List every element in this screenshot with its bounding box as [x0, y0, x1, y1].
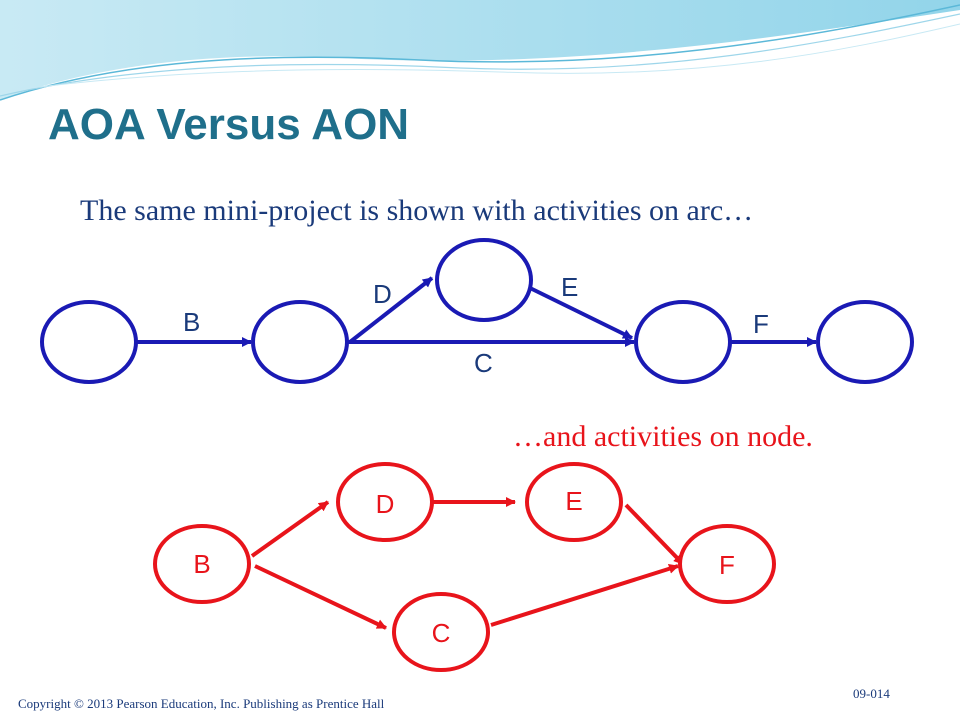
- aon-diagram: B D E C F: [153, 462, 776, 672]
- aoa-event-node-5: [816, 300, 914, 384]
- aoa-event-node-1: [40, 300, 138, 384]
- aon-node-d: [336, 462, 434, 542]
- aon-label-c: C: [432, 618, 451, 648]
- aoa-diagram: B C D E F: [40, 238, 914, 384]
- aoa-event-node-2: [251, 300, 349, 384]
- slide-title: AOA Versus AON: [48, 100, 410, 149]
- aon-label-d: D: [376, 489, 395, 519]
- aon-node-f: [678, 524, 776, 604]
- aoa-event-node-4: [634, 300, 732, 384]
- aoa-label-b: B: [183, 307, 200, 337]
- aoa-arc-d: [348, 276, 434, 344]
- aon-node-b: [153, 524, 251, 604]
- aon-edge-e-f: [624, 503, 685, 566]
- aon-edge-c-f: [490, 563, 679, 627]
- aon-node-e: [525, 462, 623, 542]
- aon-caption: …and activities on node.: [513, 420, 813, 453]
- aoa-label-c: C: [474, 348, 493, 378]
- aon-node-c: [392, 592, 490, 672]
- aon-edge-b-d: [250, 500, 330, 558]
- aoa-label-f: F: [753, 309, 769, 339]
- aoa-label-d: D: [373, 279, 392, 309]
- aon-label-b: B: [193, 549, 210, 579]
- aon-label-f: F: [719, 550, 735, 580]
- copyright-footer: Copyright © 2013 Pearson Education, Inc.…: [18, 696, 385, 711]
- aoa-label-e: E: [561, 272, 578, 302]
- aon-label-e: E: [565, 486, 582, 516]
- aoa-caption: The same mini-project is shown with acti…: [80, 194, 754, 227]
- slide-number: 09-014: [853, 686, 890, 701]
- aon-edge-b-c: [254, 564, 387, 630]
- aoa-arc-e: [529, 286, 633, 340]
- header-wave-decoration: [0, 0, 960, 101]
- aoa-event-node-3: [435, 238, 533, 322]
